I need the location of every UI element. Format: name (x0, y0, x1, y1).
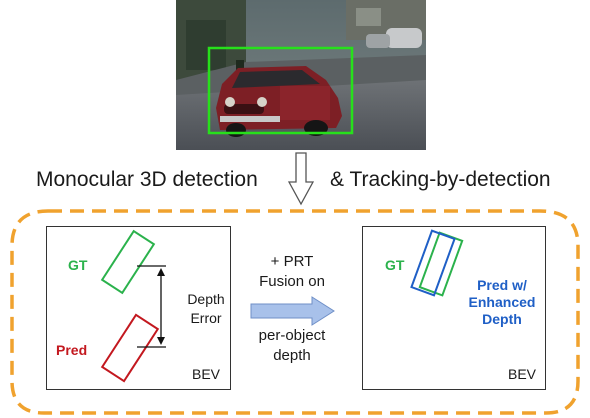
gt-box-left (100, 229, 156, 295)
bev-right-graphics (410, 229, 464, 297)
pred-enhanced-box-right (410, 229, 456, 297)
middle-line4: depth (273, 347, 311, 364)
depth-error-line2: Error (190, 310, 222, 326)
per-object-depth-text: per-object depth (240, 326, 344, 366)
middle-line3: per-object (258, 327, 326, 344)
pred-box-left (100, 313, 160, 383)
bev-left-graphics (100, 229, 166, 383)
down-arrow-icon (288, 152, 314, 206)
caption-tracking-by-detection: & Tracking-by-detection (330, 168, 551, 191)
bev-panel-left (46, 226, 231, 390)
pred-line1: Pred w/ (477, 277, 527, 293)
gt-label-right: GT (385, 257, 405, 273)
depth-error-arrow (157, 268, 165, 345)
street-scene-illustration (176, 0, 426, 150)
caption-monocular-3d-detection: Monocular 3D detection (36, 168, 258, 191)
depth-error-label: Depth Error (180, 290, 232, 328)
pred-label-left: Pred (56, 342, 88, 358)
detection-box (207, 46, 354, 135)
gt-box-right (418, 231, 464, 297)
middle-line2: Fusion on (259, 273, 325, 290)
depth-error-line1: Depth (187, 291, 225, 307)
bev-label-right: BEV (508, 366, 537, 382)
gt-label-left: GT (68, 257, 88, 273)
pred-enhanced-depth-label: Pred w/ Enhanced Depth (462, 277, 542, 328)
pred-line3: Depth (482, 311, 522, 327)
fusion-right-arrow-icon (250, 296, 335, 326)
pred-line2: Enhanced (468, 294, 536, 310)
middle-line1: + PRT (270, 253, 314, 270)
bev-panel-right (362, 226, 546, 390)
bev-label-left: BEV (192, 366, 221, 382)
camera-image (176, 0, 426, 150)
prt-fusion-text: + PRT Fusion on (240, 252, 344, 292)
